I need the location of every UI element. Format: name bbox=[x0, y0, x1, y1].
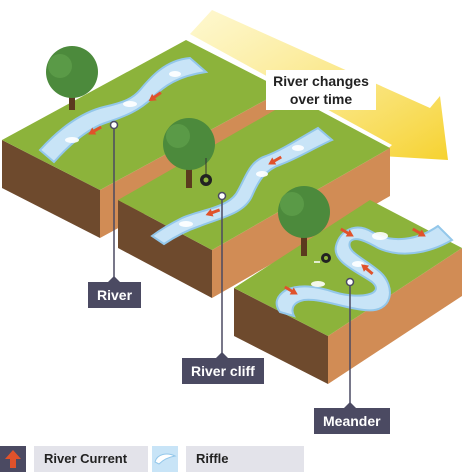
tyre-swing-icon bbox=[200, 158, 212, 186]
riffle bbox=[311, 281, 325, 287]
time-arrow-label: River changes over time bbox=[266, 70, 376, 110]
current-arrow bbox=[268, 155, 282, 165]
riffle bbox=[169, 71, 181, 77]
current-arrow bbox=[284, 285, 298, 295]
riffle bbox=[352, 261, 364, 267]
soil-side bbox=[234, 288, 328, 384]
riffle bbox=[179, 221, 193, 227]
current-arrow bbox=[361, 264, 374, 276]
tyre-swing-icon bbox=[314, 253, 331, 263]
riffle bbox=[123, 101, 137, 107]
legend-label-current: River Current bbox=[34, 446, 148, 472]
riffle-icon bbox=[152, 446, 178, 472]
arrow-up-icon bbox=[0, 446, 26, 472]
current-arrow bbox=[412, 227, 426, 237]
riffle bbox=[292, 145, 304, 151]
grass-top bbox=[2, 40, 284, 190]
current-arrow bbox=[148, 91, 162, 102]
current-arrow bbox=[205, 208, 221, 217]
callout-meander: Meander bbox=[314, 408, 390, 434]
legend-label-riffle: Riffle bbox=[186, 446, 304, 472]
callout-leaders bbox=[108, 120, 356, 408]
current-arrow bbox=[340, 227, 354, 237]
legend-river-current: River Current bbox=[0, 446, 148, 472]
riffle bbox=[65, 137, 79, 143]
tree-icon bbox=[46, 46, 98, 110]
callout-river: River bbox=[88, 282, 142, 308]
callout-river-cliff: River cliff bbox=[182, 358, 264, 384]
soil-front bbox=[328, 248, 462, 384]
river-channel bbox=[150, 126, 334, 246]
landscape-block-3 bbox=[234, 186, 462, 384]
riffle bbox=[256, 171, 268, 177]
tree-icon bbox=[163, 118, 215, 188]
soil-side bbox=[2, 140, 100, 238]
soil-side bbox=[118, 200, 212, 298]
current-arrow bbox=[88, 125, 102, 135]
riffle bbox=[372, 232, 388, 240]
tree-icon bbox=[278, 186, 330, 256]
legend-riffle: Riffle bbox=[152, 446, 304, 472]
